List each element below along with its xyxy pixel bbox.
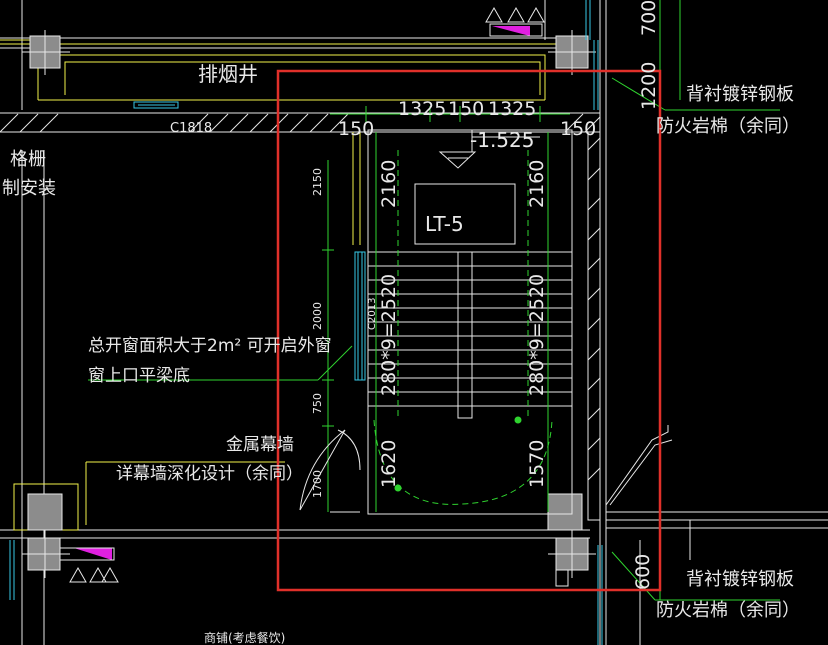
dim-right-1570: 1570 <box>526 439 548 488</box>
metal-curtain-wall-label: 金属幕墙 <box>226 435 294 455</box>
dim-left-2160: 2160 <box>378 159 400 208</box>
column-crosses <box>22 30 596 587</box>
window-code-label: C1818 <box>170 121 213 136</box>
smoke-shaft-outline <box>0 39 560 531</box>
stair-id-label: LT-5 <box>425 212 464 236</box>
dim-right-2160: 2160 <box>526 159 548 208</box>
dim-right-700: 700 <box>638 0 660 36</box>
dim-small-2150: 2150 <box>311 168 324 196</box>
dim-small-c2013: C2013 <box>367 297 378 330</box>
dim-small-2000: 2000 <box>311 302 324 330</box>
window-strips <box>9 0 603 645</box>
dim-right-600: 600 <box>632 553 654 590</box>
window-area-note: 总开窗面积大于2m² 可开启外窗 <box>88 336 332 356</box>
dimension-lines <box>88 0 780 601</box>
door-swing <box>299 429 361 511</box>
install-label: 制安装 <box>2 178 56 199</box>
backing-plate-label-bottom: 背衬镀锌钢板 <box>686 569 794 590</box>
fire-wool-label-top: 防火岩棉（余同） <box>656 116 800 137</box>
dim-top-1325-right: 1325 <box>488 98 537 120</box>
window-top-note: 窗上口平梁底 <box>88 366 190 386</box>
smoke-shaft-label: 排烟井 <box>198 62 258 86</box>
dim-left-1620: 1620 <box>378 439 400 488</box>
highlight-frame <box>276 69 662 592</box>
dim-small-1700: 1700 <box>311 470 324 498</box>
curtain-wall-detail-label: 详幕墙深化设计（余同） <box>116 464 303 484</box>
grille-label: 格栅 <box>10 149 46 170</box>
dim-side-150-left: 150 <box>338 118 375 140</box>
dim-top-1325-left: 1325 <box>398 98 447 120</box>
walking-line <box>373 150 553 505</box>
level-label: -1.525 <box>470 128 535 152</box>
backing-plate-label-top: 背衬镀锌钢板 <box>686 84 794 105</box>
dim-right-run: 280*9=2520 <box>526 273 548 396</box>
shop-bottom-label: 商铺(考虑餐饮) <box>204 631 286 645</box>
dim-side-150-right: 150 <box>560 118 597 140</box>
fire-wool-label-bottom: 防火岩棉（余同） <box>656 600 800 621</box>
dim-top-150: 150 <box>448 98 485 120</box>
dim-small-750: 750 <box>311 393 324 414</box>
arrow-marks <box>394 416 522 492</box>
dim-left-run: 280*9=2520 <box>378 273 400 396</box>
stair-geometry <box>330 129 573 515</box>
wall-hatch <box>0 113 601 521</box>
dim-right-1200: 1200 <box>638 61 660 110</box>
north-markers <box>59 6 545 583</box>
